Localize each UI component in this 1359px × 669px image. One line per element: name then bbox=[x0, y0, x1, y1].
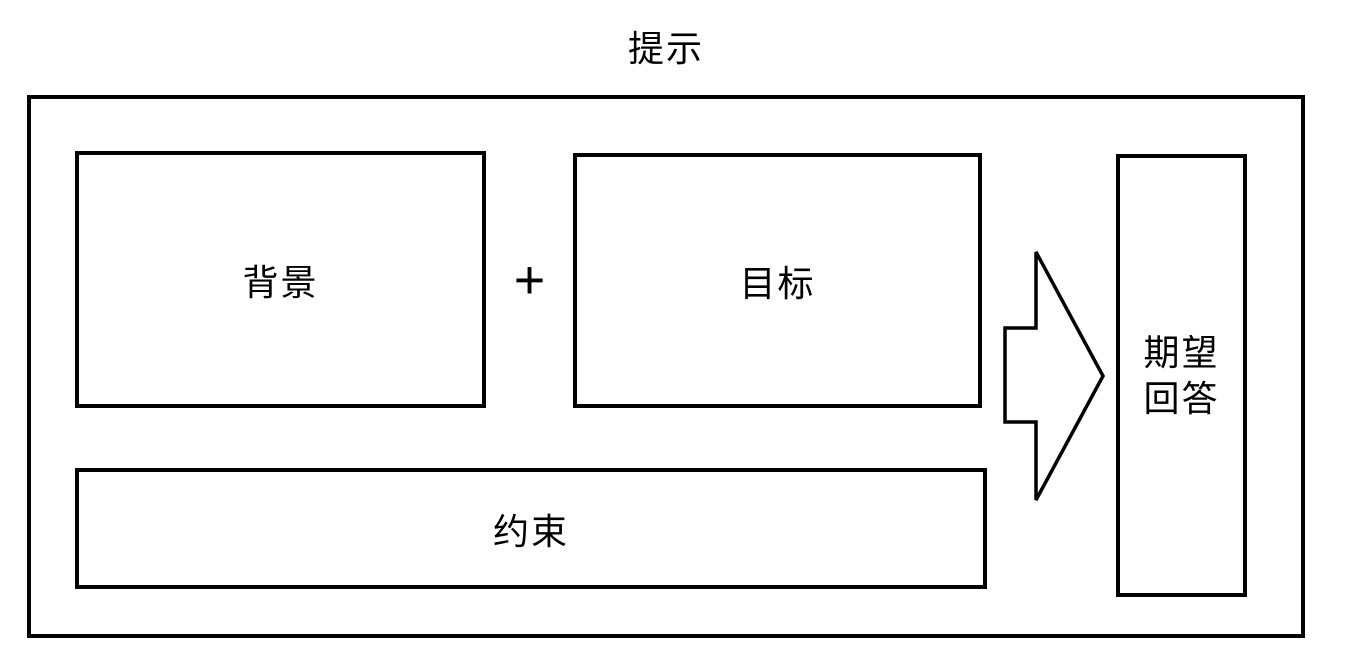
node-background-label: 背景 bbox=[242, 261, 319, 303]
node-goal-label: 目标 bbox=[739, 262, 816, 304]
node-expected-answer: 期望 回答 bbox=[1116, 154, 1247, 597]
node-expected-answer-label-line1: 期望 bbox=[1143, 331, 1220, 373]
right-arrow-icon bbox=[1000, 246, 1112, 508]
node-constraint-label: 约束 bbox=[492, 510, 569, 552]
plus-operator: + bbox=[513, 250, 546, 310]
node-background: 背景 bbox=[75, 151, 486, 408]
node-goal: 目标 bbox=[573, 153, 982, 408]
node-expected-answer-label-line2: 回答 bbox=[1143, 377, 1220, 419]
node-constraint: 约束 bbox=[75, 468, 987, 589]
diagram-title: 提示 bbox=[627, 28, 704, 69]
